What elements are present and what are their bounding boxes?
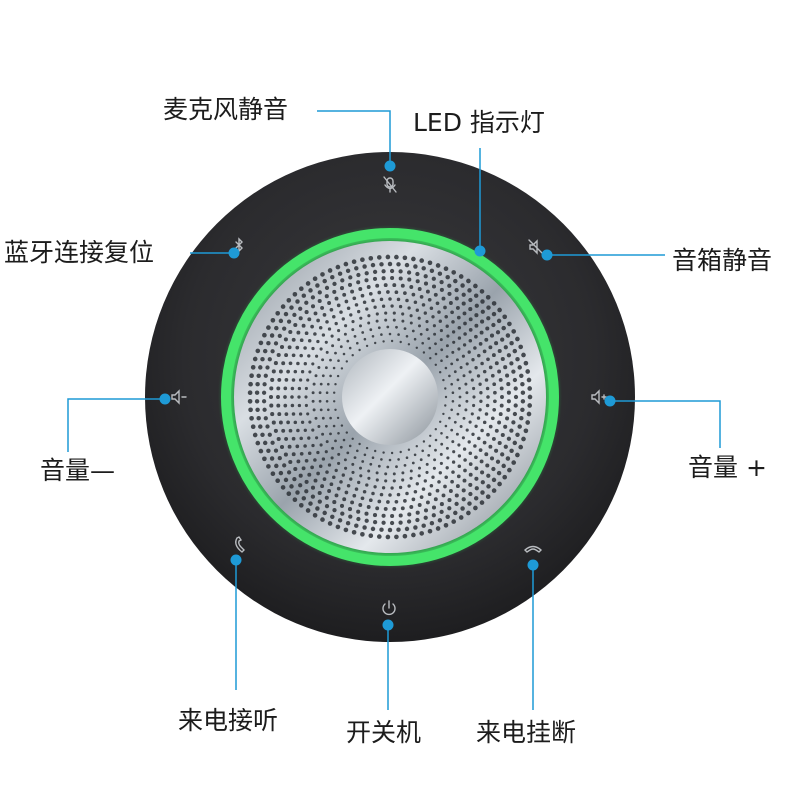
phone-hangup-icon[interactable] xyxy=(523,545,543,553)
grille-holes xyxy=(247,254,533,540)
bluetooth-icon[interactable] xyxy=(235,237,243,253)
label-hang-up: 来电挂断 xyxy=(476,718,577,747)
label-volume-down: 音量— xyxy=(40,456,116,485)
label-bluetooth-reset: 蓝牙连接复位 xyxy=(4,238,155,267)
callout-vdown xyxy=(67,398,164,452)
volume-up-icon[interactable] xyxy=(591,389,607,405)
volume-down-icon[interactable] xyxy=(171,389,187,405)
label-volume-up: 音量 + xyxy=(688,453,767,482)
label-mic-mute: 麦克风静音 xyxy=(163,95,289,124)
callout-dots xyxy=(159,160,616,631)
label-power: 开关机 xyxy=(346,718,422,747)
callout-mic xyxy=(317,110,391,165)
label-answer-call: 来电接听 xyxy=(178,706,279,735)
callout-vup xyxy=(611,400,721,448)
label-speaker-mute: 音箱静音 xyxy=(672,246,773,275)
power-icon[interactable] xyxy=(382,600,396,616)
led-ring xyxy=(221,228,559,566)
grille-center-cap xyxy=(342,349,438,445)
callout-lines xyxy=(67,110,721,710)
mic-mute-icon[interactable] xyxy=(383,176,397,193)
speaker-mute-icon[interactable] xyxy=(528,239,543,255)
label-led-indicator: LED 指示灯 xyxy=(413,108,545,137)
phone-answer-icon[interactable] xyxy=(235,536,245,553)
